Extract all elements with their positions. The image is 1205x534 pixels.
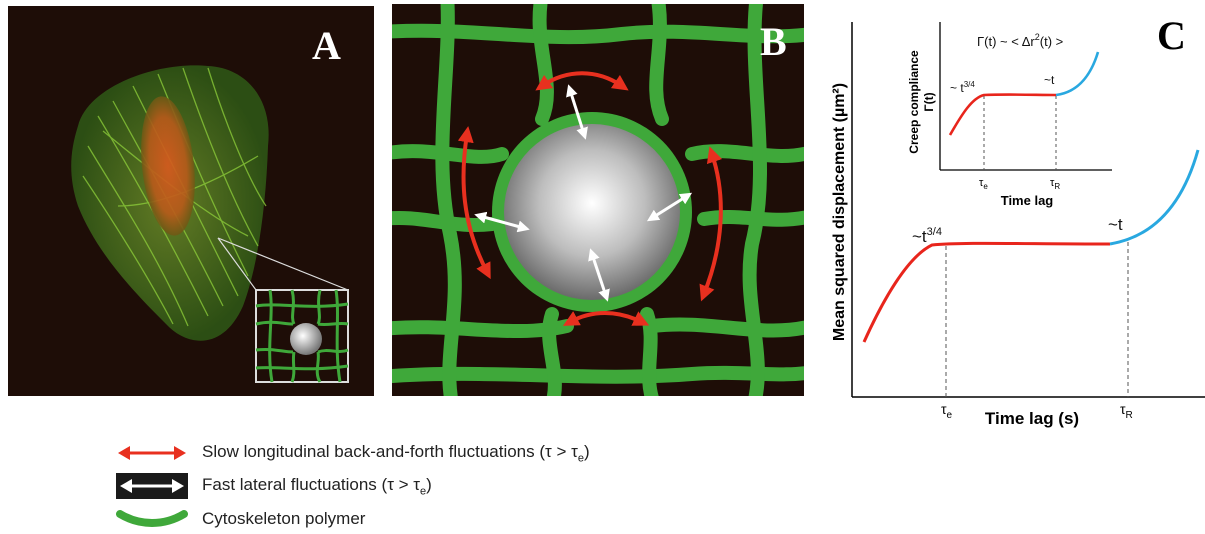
main-curve-red xyxy=(862,241,1111,343)
cytoskeleton-polymers xyxy=(392,4,804,396)
panel-b-polymer-mesh: B xyxy=(392,4,804,396)
inset-tick-tau-e: τ xyxy=(979,177,984,189)
msd-plot: Mean squared displacement (µm²) Time lag… xyxy=(831,22,1205,428)
svg-text:~t3/4: ~t3/4 xyxy=(912,226,942,246)
inset-y-label-line2: Γ(t) xyxy=(922,92,936,111)
cell-fluorescence-image xyxy=(71,65,349,383)
inset-tick-tau-r: τ xyxy=(1050,177,1055,189)
panel-letter-a: A xyxy=(312,23,341,68)
legend-text-polymer: Cytoskeleton polymer xyxy=(202,509,366,528)
inset-formula-c: (t) > xyxy=(1040,34,1063,49)
legend-close-slow: ) xyxy=(583,441,590,461)
inset-x-label: Time lag xyxy=(1001,193,1054,208)
inset-formula-b: 2 xyxy=(1035,32,1040,42)
zoom-inset-box xyxy=(255,289,349,383)
inset-curve-blue xyxy=(1055,51,1100,97)
legend-item-slow-fluctuations: Slow longitudinal back-and-forth fluctua… xyxy=(116,438,590,468)
inset-curve-red xyxy=(948,93,1057,136)
legend-item-fast-fluctuations: Fast lateral fluctuations (τ > τe) xyxy=(116,471,432,501)
legend-close-fast: ) xyxy=(426,474,432,494)
main-tick-tau-e: τ xyxy=(941,401,947,417)
main-y-axis-label: Mean squared displacement (µm²) xyxy=(831,83,848,341)
svg-text:τR: τR xyxy=(1050,177,1060,191)
main-curve-label-left-exp: 3/4 xyxy=(927,226,942,238)
inset-plot: Γ(t) ~ < Δr2(t) > Creep compliance Γ(t) … xyxy=(907,22,1112,208)
polymer-mesh-diagram xyxy=(392,4,804,396)
svg-text:Γ(t) ~ < Δr2(t) >: Γ(t) ~ < Δr2(t) > xyxy=(977,32,1063,49)
main-tick-tau-r-sub: R xyxy=(1126,410,1133,421)
inset-curve-label-left-exp: 3/4 xyxy=(964,80,976,89)
panel-c-msd-plot: Mean squared displacement (µm²) Time lag… xyxy=(822,2,1205,432)
main-x-axis-label: Time lag (s) xyxy=(985,409,1079,428)
inset-formula-a: Γ(t) ~ < Δr xyxy=(977,34,1035,49)
main-tick-tau-e-sub: e xyxy=(947,410,953,421)
cytoskeleton-polymer-icon xyxy=(116,510,188,527)
legend-text-fast: Fast lateral fluctuations (τ > τ xyxy=(202,474,420,494)
red-longitudinal-arrows xyxy=(457,71,723,326)
main-tick-tau-r: τ xyxy=(1120,401,1126,417)
panel-letter-c: C xyxy=(1157,13,1186,58)
panel-letter-b: B xyxy=(760,19,787,64)
svg-text:τR: τR xyxy=(1120,401,1133,421)
red-double-arrow-icon xyxy=(118,446,186,460)
svg-text:τe: τe xyxy=(979,177,988,191)
inset-y-label-line1: Creep compliance xyxy=(907,50,921,154)
inset-curve-label-left: ~ t xyxy=(950,81,964,95)
inset-tick-tau-r-sub: R xyxy=(1054,182,1060,191)
main-curve-blue xyxy=(1109,149,1200,246)
white-double-arrow-icon xyxy=(116,473,188,499)
svg-text:τe: τe xyxy=(941,401,953,421)
legend-sub-slow: e xyxy=(577,452,584,465)
white-lateral-arrows xyxy=(474,84,693,302)
legend-item-polymer: Cytoskeleton polymer xyxy=(116,504,365,534)
inset-tick-tau-e-sub: e xyxy=(983,182,988,191)
legend-sub-fast: e xyxy=(420,485,427,498)
bead xyxy=(504,124,680,300)
inset-curve-label-right: ~t xyxy=(1044,73,1055,87)
legend-text-slow: Slow longitudinal back-and-forth fluctua… xyxy=(202,441,578,461)
main-curve-label-right: ~t xyxy=(1108,215,1123,234)
main-curve-label-left: ~t xyxy=(912,227,927,246)
panel-a-cell-image: A xyxy=(8,6,374,396)
svg-text:~ t3/4: ~ t3/4 xyxy=(950,80,975,95)
